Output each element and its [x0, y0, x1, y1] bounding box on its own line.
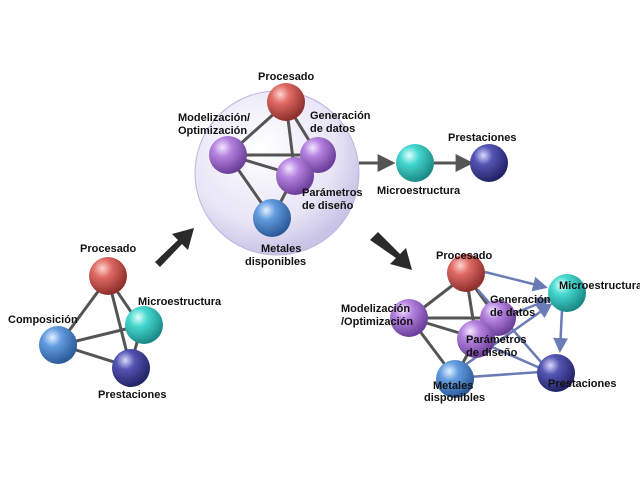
- label-parametros-line2: de diseño: [466, 347, 518, 359]
- node-metales: [436, 360, 474, 398]
- node-composicion: [39, 326, 77, 364]
- label-modelizacion-line2: /Optimización: [341, 316, 413, 328]
- node-metales: [253, 199, 291, 237]
- edge-microestructura-prestaciones: [553, 309, 569, 353]
- label-parametros-line1: Parámetros: [466, 334, 527, 346]
- label-generacion-line2: de datos: [310, 123, 355, 135]
- node-parametros: [457, 320, 495, 358]
- edge-metales-microestructura: [457, 303, 553, 372]
- label-metales-line2: disponibles: [424, 392, 485, 404]
- label-metales-line2: disponibles: [245, 256, 306, 268]
- label-prestaciones: Prestaciones: [548, 378, 616, 390]
- label-procesado: Procesado: [258, 71, 315, 83]
- node-parametros: [276, 157, 314, 195]
- label-composicion: Composición: [8, 314, 78, 326]
- node-prestaciones: [470, 144, 508, 182]
- label-modelizacion-line1: Modelización: [341, 303, 410, 315]
- diagram1: Procesado Composición Microestructura Pr…: [8, 243, 222, 401]
- diagram3: Procesado Microestructura Modelización /…: [341, 250, 640, 404]
- label-modelizacion-line1: Modelización/: [178, 112, 250, 124]
- label-microestructura: Microestructura: [559, 280, 640, 292]
- diagram2: Procesado Modelización/ Optimización Gen…: [178, 71, 516, 268]
- node-prestaciones: [112, 349, 150, 387]
- big-arrow-up: [155, 228, 194, 267]
- label-parametros-line1: Parámetros: [302, 187, 363, 199]
- label-parametros-line2: de diseño: [302, 200, 354, 212]
- label-generacion-line1: Generación: [310, 110, 371, 122]
- label-generacion-line1: Generación: [490, 294, 551, 306]
- label-procesado: Procesado: [436, 250, 493, 262]
- node-microestructura: [548, 274, 586, 312]
- label-prestaciones: Prestaciones: [98, 389, 166, 401]
- node-procesado: [447, 254, 485, 292]
- label-metales-line1: Metales: [261, 243, 301, 255]
- node-procesado: [89, 257, 127, 295]
- node-microestructura: [125, 306, 163, 344]
- label-prestaciones: Prestaciones: [448, 132, 516, 144]
- label-modelizacion-line2: Optimización: [178, 125, 247, 137]
- node-procesado: [267, 83, 305, 121]
- node-modelizacion: [209, 136, 247, 174]
- big-arrow-down: [370, 232, 412, 270]
- node-modelizacion: [390, 299, 428, 337]
- label-procesado: Procesado: [80, 243, 137, 255]
- label-metales-line1: Metales: [433, 380, 473, 392]
- edge-procesado-microestructura: [484, 270, 548, 292]
- label-generacion-line2: de datos: [490, 307, 535, 319]
- node-prestaciones: [537, 354, 575, 392]
- label-microestructura: Microestructura: [138, 296, 222, 308]
- label-microestructura: Microestructura: [377, 185, 461, 197]
- node-microestructura: [396, 144, 434, 182]
